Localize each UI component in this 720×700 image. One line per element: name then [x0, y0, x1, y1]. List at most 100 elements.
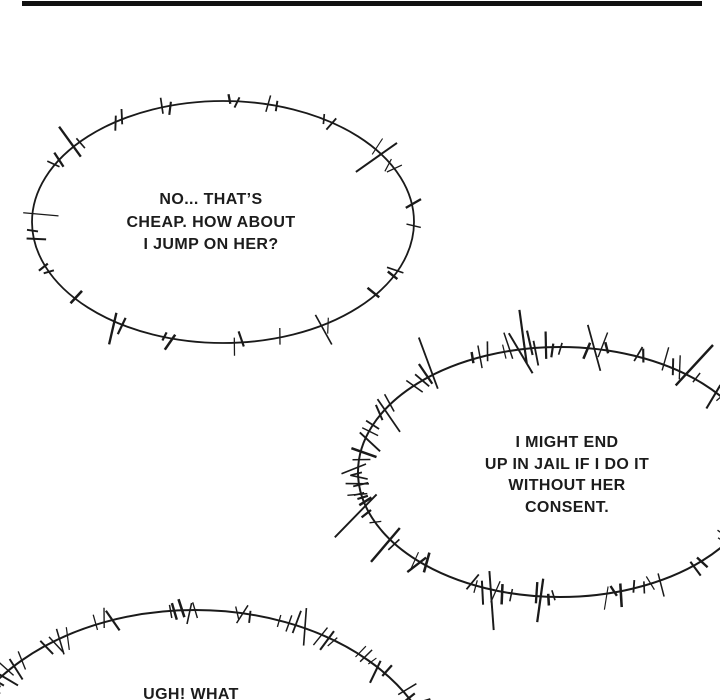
bubble-hatch-tick — [557, 342, 563, 355]
bubble-hatch-tick — [386, 164, 403, 173]
bubble-hatch-tick — [488, 571, 495, 631]
speech-bubble-3 — [0, 598, 431, 700]
bubble-hatch-tick — [361, 427, 379, 437]
bubble-text-line: NO... THAT’S — [159, 191, 263, 208]
bubble-hatch-tick — [546, 593, 551, 606]
bubble-hatch-tick — [371, 138, 384, 155]
bubble-hatch-tick — [248, 610, 252, 624]
bubble-hatch-tick — [43, 269, 55, 275]
bubble-hatch-tick — [159, 97, 164, 114]
bubble-hatch-tick — [633, 346, 644, 362]
speech-bubble-2-outline — [357, 346, 720, 598]
bubble-hatch-tick — [674, 344, 714, 387]
bubble-hatch-tick — [38, 262, 49, 272]
bubble-hatch-tick — [358, 496, 373, 507]
speech-bubble-1 — [23, 93, 422, 356]
bubble-hatch-tick — [0, 682, 5, 687]
bubble-hatch-tick — [604, 341, 610, 354]
bubble-hatch-tick — [387, 270, 399, 281]
bubble-hatch-tick — [715, 396, 720, 402]
bubble-hatch-tick — [525, 330, 534, 356]
bubble-hatch-tick — [397, 683, 417, 696]
bubble-hatch-tick — [186, 602, 193, 625]
bubble-hatch-tick — [168, 604, 173, 619]
bubble-hatch-tick — [285, 615, 293, 632]
bubble-hatch-tick — [322, 113, 326, 125]
bubble-hatch-tick — [480, 580, 485, 605]
bubble-hatch-tick — [477, 345, 483, 369]
bubble-hatch-tick — [384, 158, 392, 172]
bubble-hatch-tick — [536, 578, 545, 623]
bubble-hatch-tick — [233, 96, 241, 109]
bubble-hatch-tick — [265, 95, 272, 113]
bubble-hatch-tick — [53, 151, 65, 168]
bubble-hatch-tick — [381, 664, 393, 677]
bubble-text-line: UP IN JAIL IF I DO IT — [484, 455, 650, 473]
bubble-hatch-tick — [417, 337, 439, 390]
bubble-hatch-tick — [405, 379, 424, 393]
panel-divider-bar — [22, 1, 702, 6]
bubble-hatch-tick — [350, 474, 368, 480]
bubble-hatch-tick — [75, 137, 86, 149]
bubble-hatch-tick — [325, 117, 337, 131]
bubble-hatch-tick — [168, 101, 172, 116]
bubble-hatch-tick — [161, 331, 168, 342]
bubble-hatch-tick — [550, 343, 555, 358]
bubble-text-line: I MIGHT END — [515, 434, 619, 451]
bubble-hatch-tick — [374, 404, 384, 421]
bubble-hatch-tick — [48, 636, 64, 653]
bubble-text-line: CONSENT. — [524, 499, 610, 517]
bubble-hatch-tick — [274, 100, 279, 112]
bubble-hatch-tick — [386, 266, 404, 274]
bubble-hatch-tick — [302, 608, 308, 646]
bubble-hatch-tick — [23, 212, 59, 217]
bubble-hatch-tick — [360, 509, 372, 519]
bubble-hatch-tick — [705, 384, 720, 410]
bubble-hatch-tick — [696, 556, 709, 569]
bubble-hatch-tick — [473, 580, 478, 593]
bubble-hatch-tick — [586, 324, 602, 372]
bubble-text-line: CHEAP. HOW ABOUT — [126, 213, 296, 231]
bubble-hatch-tick — [657, 573, 665, 597]
bubble-hatch-tick — [406, 223, 421, 229]
bubble-hatch-tick — [643, 581, 646, 594]
bubble-hatch-tick — [645, 576, 655, 591]
bubble-hatch-tick — [327, 637, 338, 647]
bubble-hatch-tick — [55, 628, 65, 655]
bubble-hatch-tick — [404, 692, 416, 700]
bubble-hatch-tick — [422, 552, 431, 573]
bubble-hatch-tick — [359, 649, 373, 663]
bubble-hatch-tick — [65, 627, 70, 650]
bubble-hatch-tick — [369, 660, 382, 684]
bubble-hatch-tick — [327, 317, 329, 334]
bubble-hatch-tick — [355, 645, 367, 658]
bubble-hatch-tick — [370, 527, 401, 563]
bubble-hatch-tick — [632, 580, 636, 593]
bubble-hatch-tick — [409, 551, 420, 572]
bubble-hatch-tick — [116, 317, 127, 335]
bubble-hatch-tick — [17, 651, 27, 670]
bubble-hatch-tick — [312, 627, 329, 646]
bubble-hatch-tick — [192, 602, 199, 619]
bubble-hatch-tick — [8, 658, 24, 681]
bubble-hatch-tick — [405, 198, 422, 209]
bubble-hatch-tick — [69, 290, 83, 305]
bubble-hatch-tick — [661, 347, 670, 371]
bubble-hatch-tick — [334, 493, 378, 538]
bubble-hatch-tick — [163, 333, 177, 351]
bubble-hatch-tick — [367, 657, 377, 665]
bubble-hatch-tick — [597, 332, 609, 358]
bubble-hatch-tick — [39, 640, 54, 655]
bubble-hatch-tick — [532, 340, 540, 366]
bubble-hatch-tick — [470, 351, 475, 364]
bubble-hatch-tick — [0, 673, 19, 687]
speech-bubble-1-outline — [31, 100, 415, 344]
bubble-hatch-tick — [58, 126, 82, 158]
bubble-hatch-tick — [582, 342, 592, 360]
bubble-hatch-tick — [689, 561, 702, 577]
bubble-hatch-tick — [26, 237, 47, 241]
bubble-hatch-tick — [353, 491, 365, 497]
bubble-hatch-tick — [414, 373, 430, 387]
